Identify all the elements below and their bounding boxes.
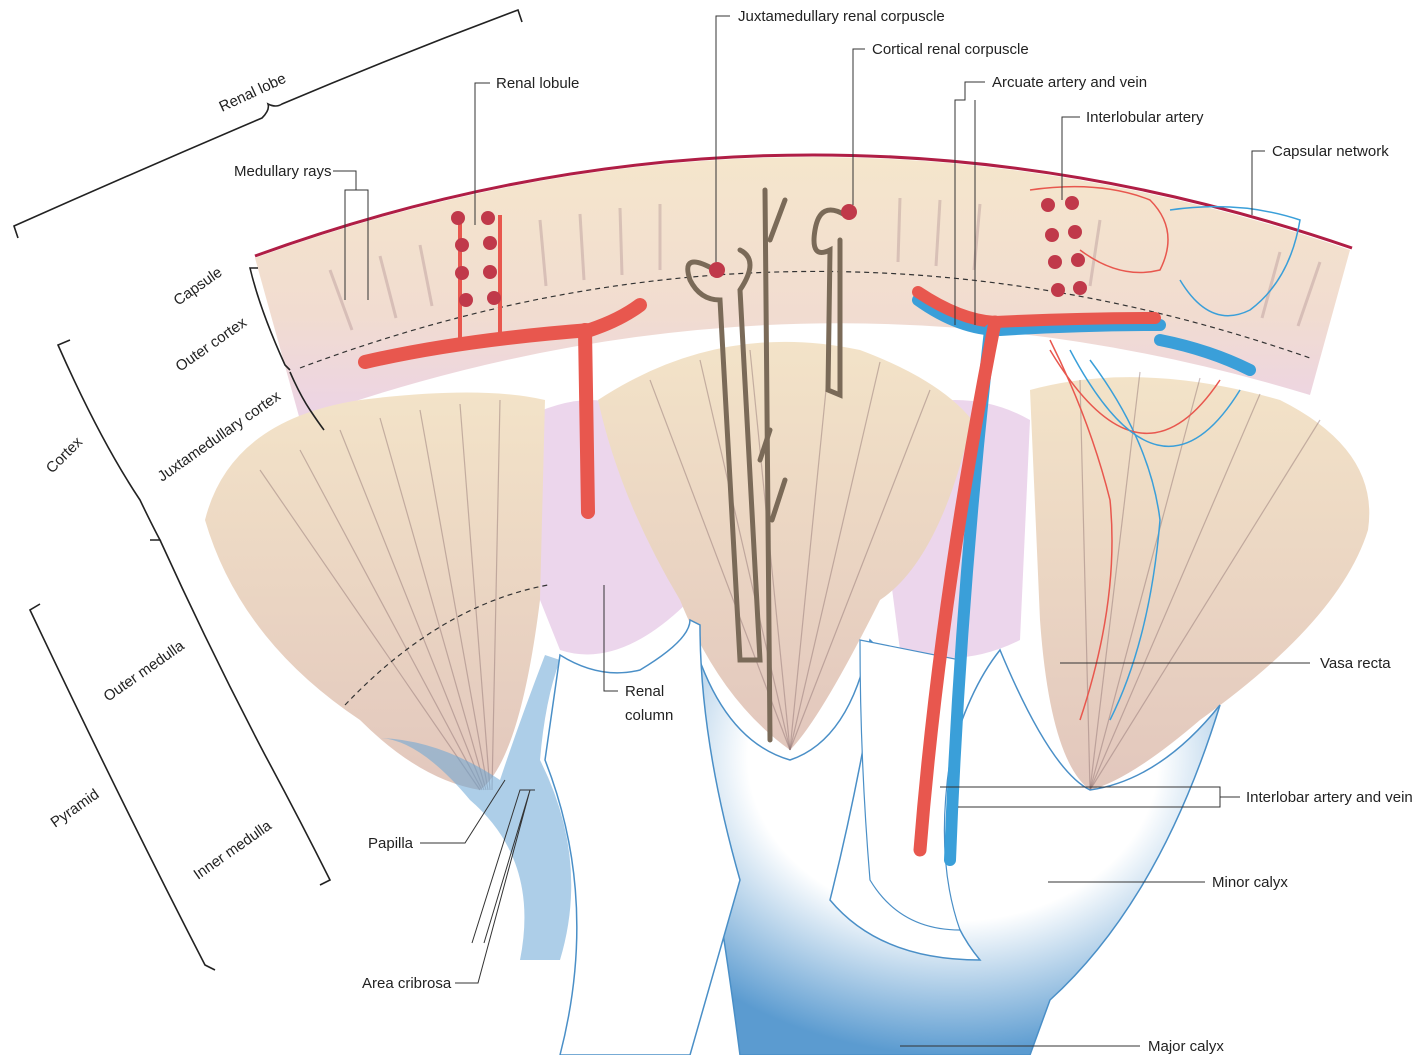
label-renal-column-line2: column [625, 707, 673, 724]
label-juxtamedullary-renal-corpuscle: Juxtamedullary renal corpuscle [738, 8, 945, 25]
label-arcuate-artery-and-vein: Arcuate artery and vein [992, 74, 1147, 91]
label-interlobular-artery: Interlobular artery [1086, 109, 1204, 126]
label-outer-cortex: Outer cortex [173, 314, 251, 376]
label-medullary-rays: Medullary rays [234, 163, 332, 180]
label-vasa-recta: Vasa recta [1320, 655, 1391, 672]
juxtamedullary-corpuscle [709, 262, 725, 278]
label-minor-calyx: Minor calyx [1212, 874, 1288, 891]
label-outer-medulla: Outer medulla [101, 637, 188, 705]
label-pyramid: Pyramid [48, 786, 103, 831]
label-capsular-network: Capsular network [1272, 143, 1389, 160]
label-area-cribrosa: Area cribrosa [362, 975, 452, 992]
label-interlobar-artery-and-vein: Interlobar artery and vein [1246, 789, 1413, 806]
label-major-calyx: Major calyx [1148, 1038, 1224, 1055]
label-capsule: Capsule [171, 264, 226, 309]
label-renal-lobe: Renal lobe [217, 70, 289, 116]
label-cortical-renal-corpuscle: Cortical renal corpuscle [872, 41, 1029, 58]
cortical-corpuscle [841, 204, 857, 220]
label-papilla: Papilla [368, 835, 414, 852]
pyramid-brace [30, 604, 215, 970]
label-renal-lobule: Renal lobule [496, 75, 579, 92]
label-renal-column-line1: Renal [625, 683, 664, 700]
label-cortex: Cortex [43, 433, 87, 477]
label-inner-medulla: Inner medulla [191, 817, 276, 883]
